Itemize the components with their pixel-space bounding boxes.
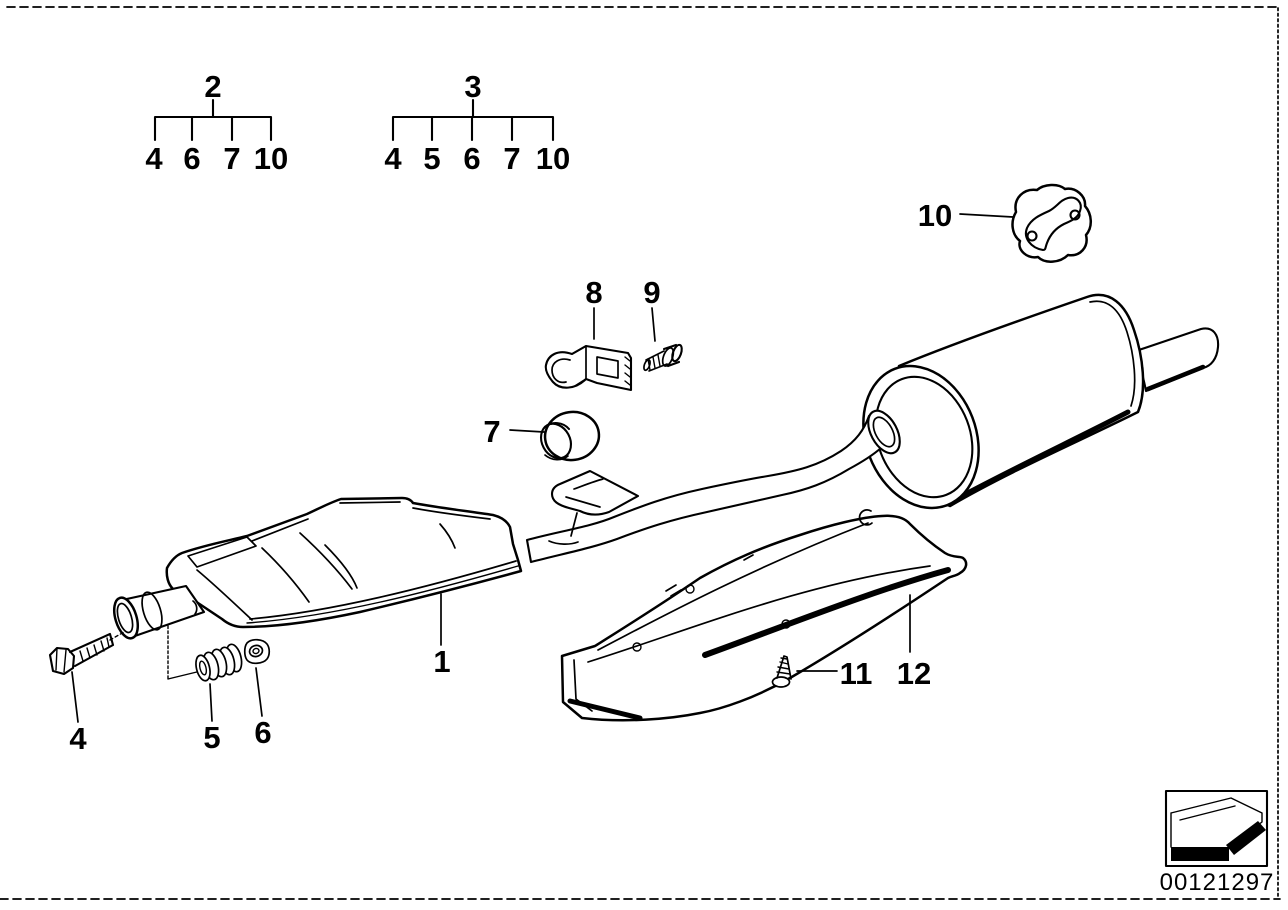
tree3-parent-label[interactable]: 3: [464, 69, 481, 104]
callout-4[interactable]: 4: [69, 721, 87, 756]
callout-8[interactable]: 8: [585, 275, 602, 310]
lower-callouts: 1 4 5 6: [69, 593, 451, 756]
callout-9[interactable]: 9: [643, 275, 660, 310]
index-tree-2: 2 4 6 7 10: [145, 69, 288, 176]
leader-10: [959, 213, 1014, 218]
leader-4: [71, 671, 79, 723]
callout-1[interactable]: 1: [433, 644, 450, 679]
nav-arrow-box[interactable]: [1164, 789, 1269, 868]
tree2-parent-label[interactable]: 2: [204, 69, 221, 104]
tree2-child-6[interactable]: 6: [183, 141, 200, 176]
callout-11[interactable]: 11: [840, 656, 873, 691]
connecting-pipe-drawing: [525, 409, 901, 564]
centre-muffler-drawing: [165, 496, 523, 629]
screw-drawing: [771, 655, 792, 688]
footer-block: 00121297: [1160, 789, 1275, 896]
tree2-child-7[interactable]: 7: [223, 141, 240, 176]
tree3-child-4[interactable]: 4: [384, 141, 402, 176]
index-tree-3: 3 4 5 6 7 10: [384, 69, 570, 176]
tree3-child-7[interactable]: 7: [503, 141, 520, 176]
drawing-number: 00121297: [1160, 869, 1275, 896]
callout-7[interactable]: 7: [483, 414, 500, 449]
tree2-child-4[interactable]: 4: [145, 141, 163, 176]
gasket-drawing: 10: [918, 183, 1092, 263]
heat-shield-drawing: 11 12: [560, 514, 968, 722]
tree3-child-5[interactable]: 5: [423, 141, 440, 176]
spring-drawing: [195, 643, 243, 682]
callout-12[interactable]: 12: [897, 656, 931, 691]
callout-10[interactable]: 10: [918, 198, 952, 233]
callout-5[interactable]: 5: [203, 720, 220, 755]
leader-6: [255, 667, 263, 717]
nut-drawing: [243, 638, 271, 665]
page-frame: [0, 6, 1281, 900]
tree3-child-10[interactable]: 10: [536, 141, 570, 176]
leader-7: [509, 429, 545, 433]
leader-5: [209, 683, 213, 722]
rear-silencer-drawing: [858, 293, 1220, 526]
back-arrow-icon[interactable]: [1170, 797, 1266, 861]
hardware-drawing: [48, 625, 271, 682]
callout-6[interactable]: 6: [254, 715, 271, 750]
leader-9: [651, 307, 656, 342]
bolt-drawing: [48, 632, 115, 676]
mounting-ring-drawing: 7: [483, 410, 601, 462]
clamp-and-bolt-drawing: 8 9: [544, 275, 683, 392]
tree3-child-6[interactable]: 6: [463, 141, 480, 176]
tree2-child-10[interactable]: 10: [254, 141, 288, 176]
inlet-pipe-drawing: [112, 584, 206, 640]
